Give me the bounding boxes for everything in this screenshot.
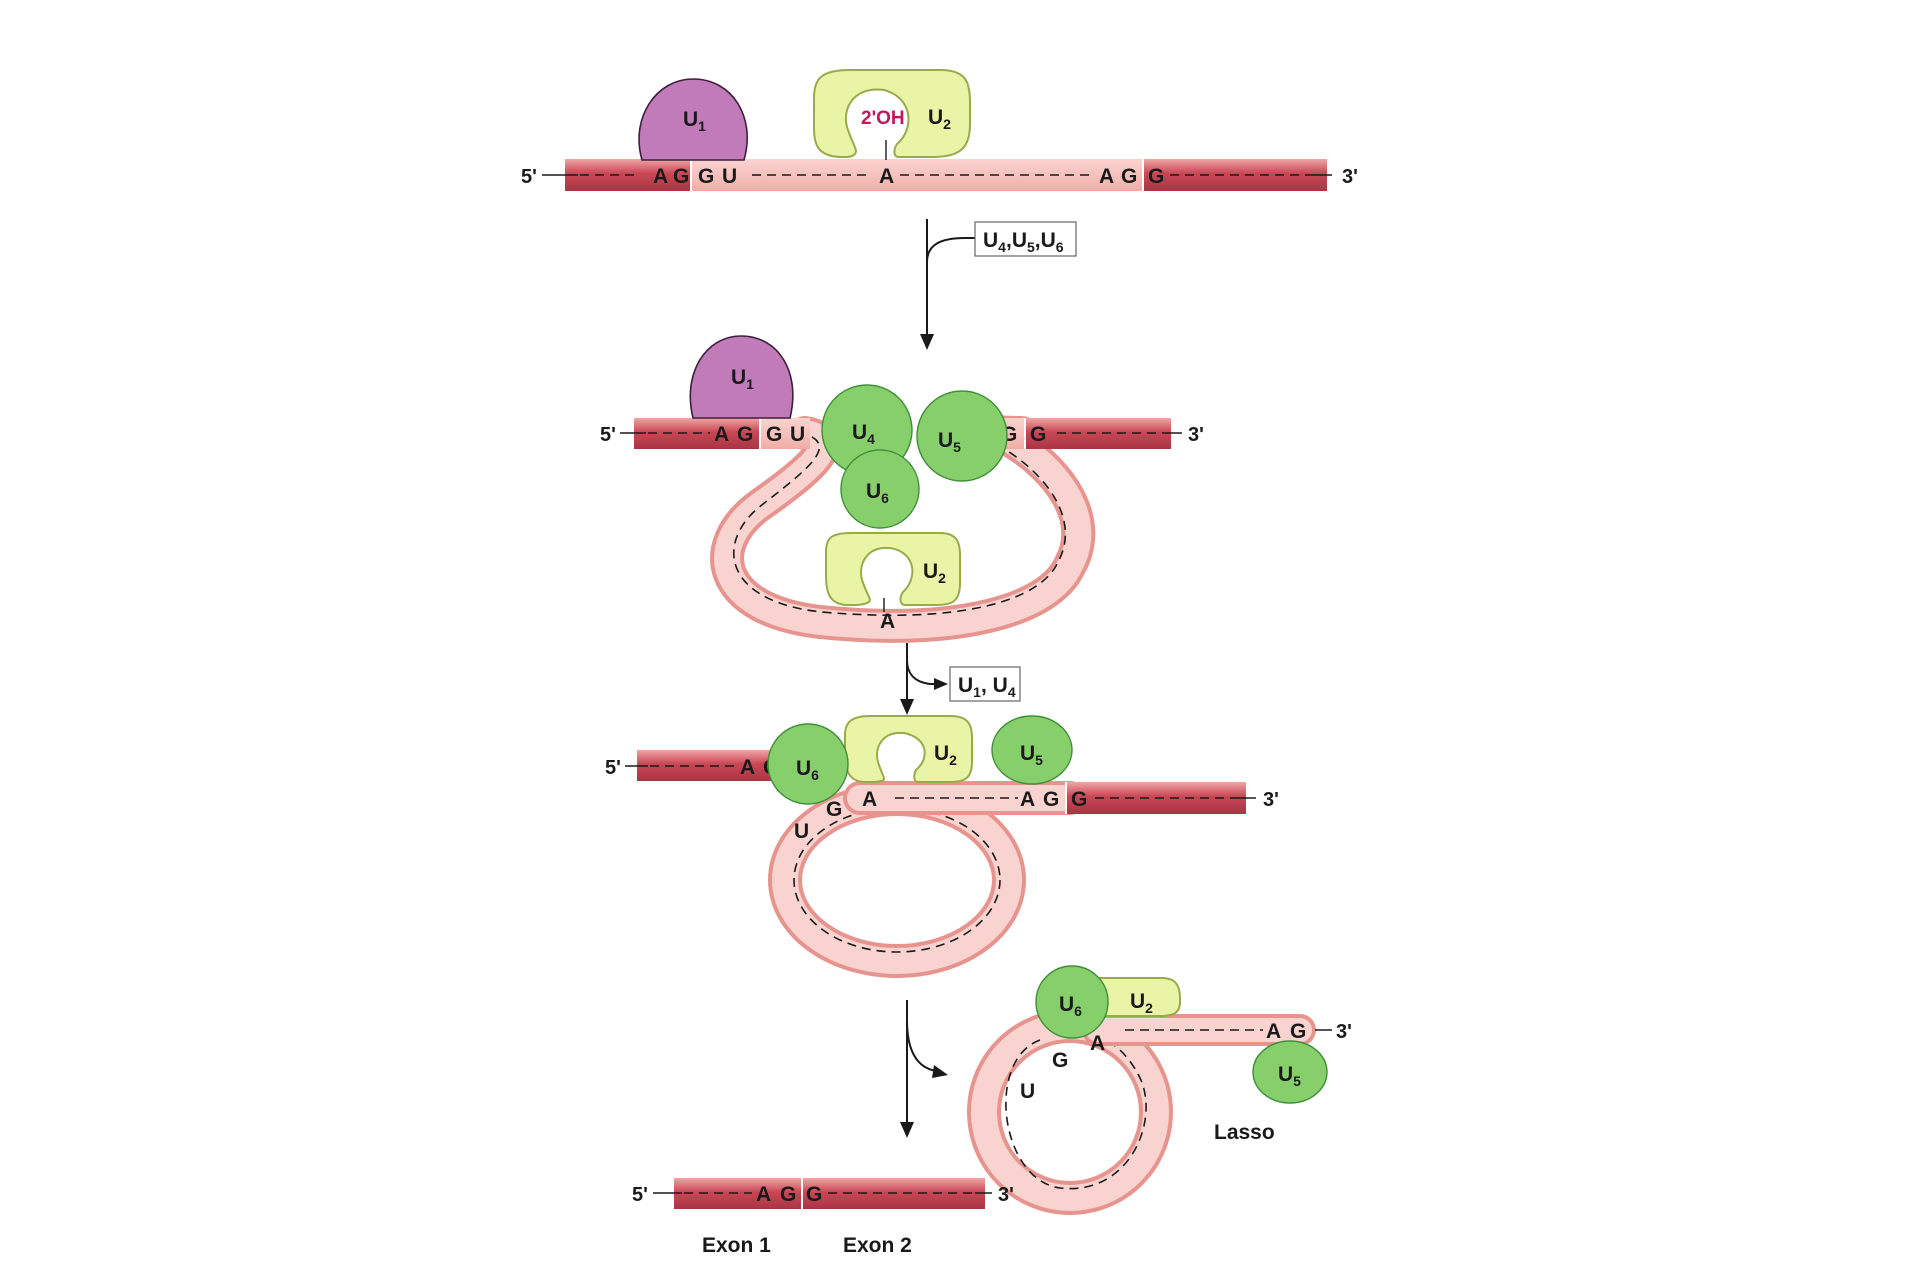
stage-1: 5' 3' A G G U A A G G U1 2'OH U2 (521, 69, 1358, 191)
branch-point-a: A (879, 165, 894, 188)
u1-snrnp (689, 335, 794, 419)
u1-label: U1 (683, 108, 706, 134)
five-prime-end: 5' (600, 424, 616, 446)
base-g: G (826, 798, 842, 821)
u2-snrnp (844, 715, 973, 783)
three-prime-end: 3' (1263, 789, 1279, 811)
hydroxyl-label: 2'OH (861, 108, 905, 129)
u5-label: U5 (1278, 1063, 1301, 1089)
base-g: G (806, 1183, 822, 1206)
u2-label: U2 (934, 742, 957, 768)
u6-label: U6 (1059, 993, 1082, 1019)
u6-label: U6 (866, 480, 889, 506)
lasso-product: U G A A G 3' U2 U6 U5 Lasso (967, 965, 1352, 1215)
u6-label: U6 (796, 757, 819, 783)
base-g: G (1121, 165, 1137, 188)
u2-snrnp (812, 69, 971, 158)
branch-point-a: A (1090, 1032, 1105, 1055)
exon-2-segment (1025, 418, 1171, 449)
base-g: G (1071, 788, 1087, 811)
u6-snrnp (840, 449, 920, 529)
base-a: A (1020, 788, 1035, 811)
three-prime-end: 3' (1336, 1021, 1352, 1043)
base-g: G (1052, 1049, 1068, 1072)
base-g: G (1290, 1020, 1306, 1043)
base-u: U (722, 165, 737, 188)
spliced-mrna: 5' 3' A G G Exon 1 Exon 2 (632, 1178, 1014, 1257)
u2-label: U2 (1130, 990, 1153, 1016)
u5-snrnp (1252, 1040, 1328, 1104)
base-g: G (1148, 165, 1164, 188)
step-2-box-label: U1, U4 (958, 674, 1016, 700)
u2-label: U2 (923, 560, 946, 586)
step-3-arrow (900, 1000, 948, 1138)
step-1-arrow: U4,U5,U6 (920, 219, 1077, 350)
step-2-arrow: U1, U4 (900, 643, 1021, 715)
base-u: U (1020, 1080, 1035, 1103)
base-g: G (766, 423, 782, 446)
base-a: A (653, 165, 668, 188)
base-g: G (1043, 788, 1059, 811)
u2-label: U2 (928, 106, 951, 132)
base-a: A (756, 1183, 771, 1206)
step-1-box-label: U4,U5,U6 (983, 229, 1064, 255)
exon-2-label: Exon 2 (843, 1234, 912, 1257)
base-g: G (698, 165, 714, 188)
step-2-box (949, 666, 1021, 702)
intron-5-prime-end (760, 418, 810, 449)
base-g: G (673, 165, 689, 188)
base-a: A (1099, 165, 1114, 188)
u4-label: U4 (852, 421, 875, 447)
base-u: U (794, 820, 809, 843)
lasso-label: Lasso (1214, 1121, 1275, 1144)
three-prime-end: 3' (1342, 166, 1358, 188)
u1-label: U1 (731, 366, 754, 392)
exon-1-label: Exon 1 (702, 1234, 771, 1257)
base-a: A (1266, 1020, 1281, 1043)
stage-2: 5' 3' A G G U A G G U1 U4 U5 U6 U2 (600, 335, 1204, 643)
u6-snrnp (767, 723, 849, 805)
u5-label: U5 (938, 429, 961, 455)
five-prime-end: 5' (632, 1184, 648, 1206)
three-prime-end: 3' (998, 1184, 1014, 1206)
stage-3: 5' 3' A G U G A A G G U2 U6 U5 (605, 715, 1279, 978)
five-prime-end: 5' (521, 166, 537, 188)
base-g: G (737, 423, 753, 446)
u5-snrnp (916, 390, 1008, 482)
five-prime-end: 5' (605, 757, 621, 779)
base-u: U (790, 423, 805, 446)
branch-point-a: A (880, 610, 895, 633)
base-a: A (714, 423, 729, 446)
base-g: G (1030, 423, 1046, 446)
u6-snrnp (1035, 965, 1109, 1039)
branch-point-a: A (862, 788, 877, 811)
step-1-box (974, 221, 1077, 257)
base-a: A (740, 756, 755, 779)
u5-snrnp (991, 715, 1073, 785)
u5-label: U5 (1020, 742, 1043, 768)
u1-snrnp (638, 78, 748, 161)
three-prime-end: 3' (1188, 424, 1204, 446)
u2-snrnp (825, 532, 961, 606)
base-g: G (780, 1183, 796, 1206)
